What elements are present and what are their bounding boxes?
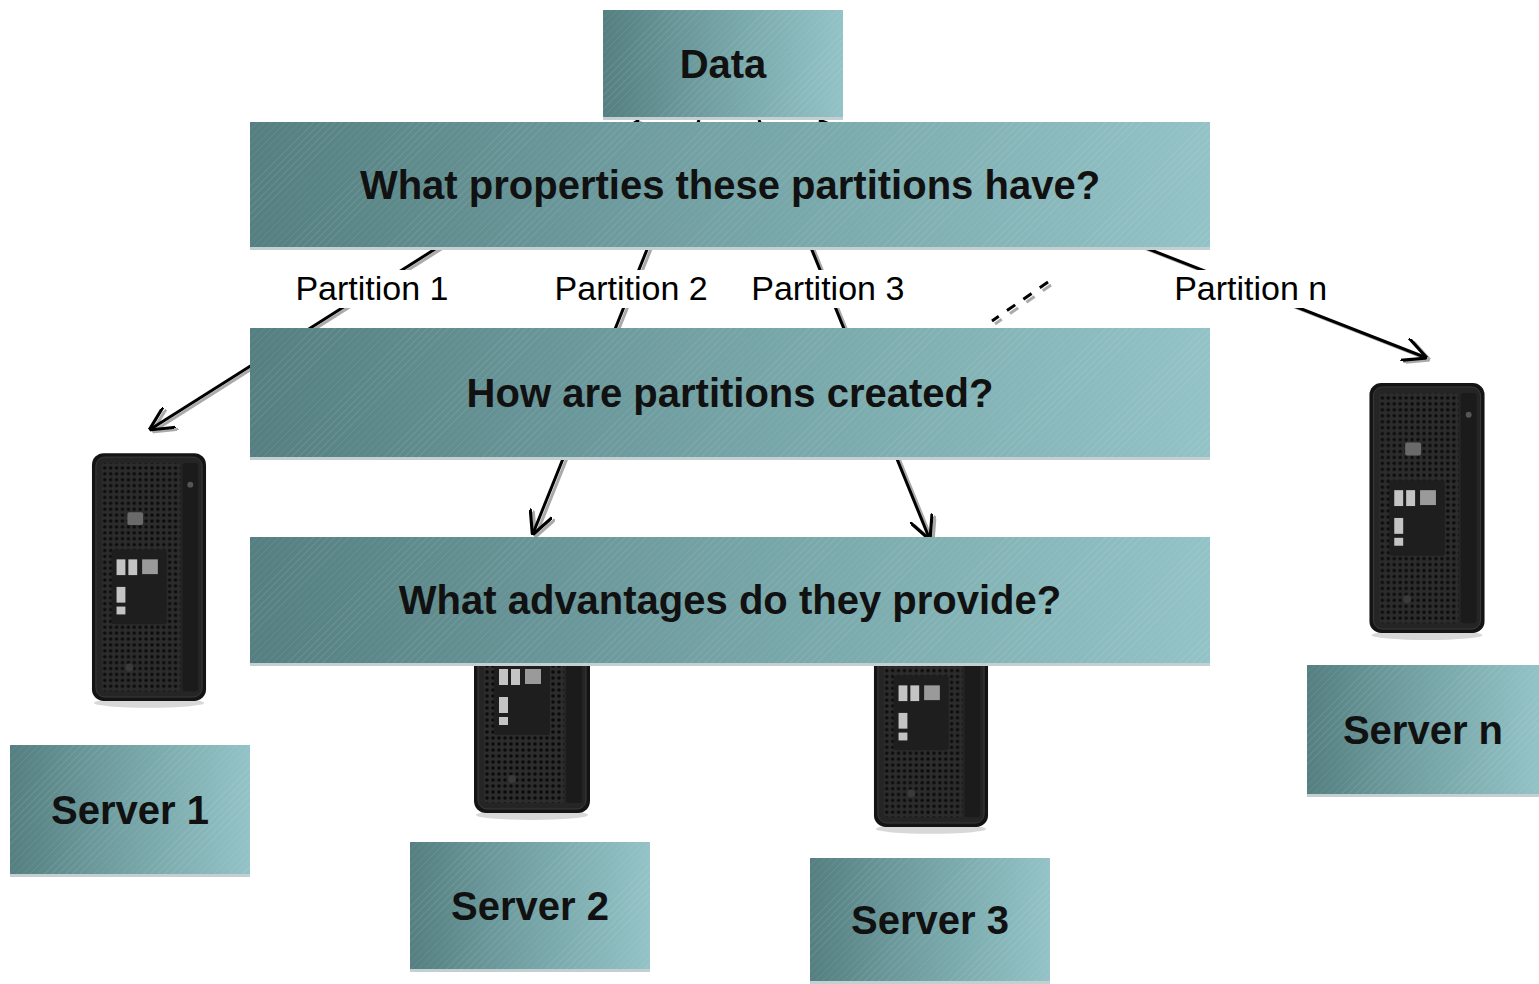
question-text: What advantages do they provide? <box>399 577 1061 623</box>
server-name: Server 1 <box>51 787 209 833</box>
partition-label: Partition 3 <box>747 270 908 307</box>
server-name: Server 3 <box>851 897 1009 943</box>
server-picture <box>92 453 206 708</box>
server-node: Server 1 <box>10 430 250 877</box>
ellipsis-dash-shadow <box>995 285 1051 324</box>
question-text: What properties these partitions have? <box>360 162 1100 208</box>
ellipsis-dash <box>992 282 1048 321</box>
server-label-box: Server 1 <box>10 745 250 877</box>
question-banner: How are partitions created? <box>250 328 1210 460</box>
server-label-box: Server 3 <box>810 858 1050 984</box>
server-picture <box>1369 383 1484 640</box>
server-name: Server 2 <box>451 883 609 929</box>
question-text: How are partitions created? <box>467 370 994 416</box>
server-node: Server n <box>1307 358 1539 797</box>
question-banner: What advantages do they provide? <box>250 537 1210 666</box>
partition-label: Partition 2 <box>551 270 712 307</box>
server-label-box: Server 2 <box>410 842 650 972</box>
server-name: Server n <box>1343 707 1503 753</box>
data-box: Data <box>603 10 843 120</box>
question-banner: What properties these partitions have? <box>250 122 1210 250</box>
partition-label: Partition n <box>1170 270 1331 307</box>
data-title: Data <box>680 41 767 87</box>
partition-label: Partition 1 <box>291 270 452 307</box>
server-label-box: Server n <box>1307 665 1539 797</box>
